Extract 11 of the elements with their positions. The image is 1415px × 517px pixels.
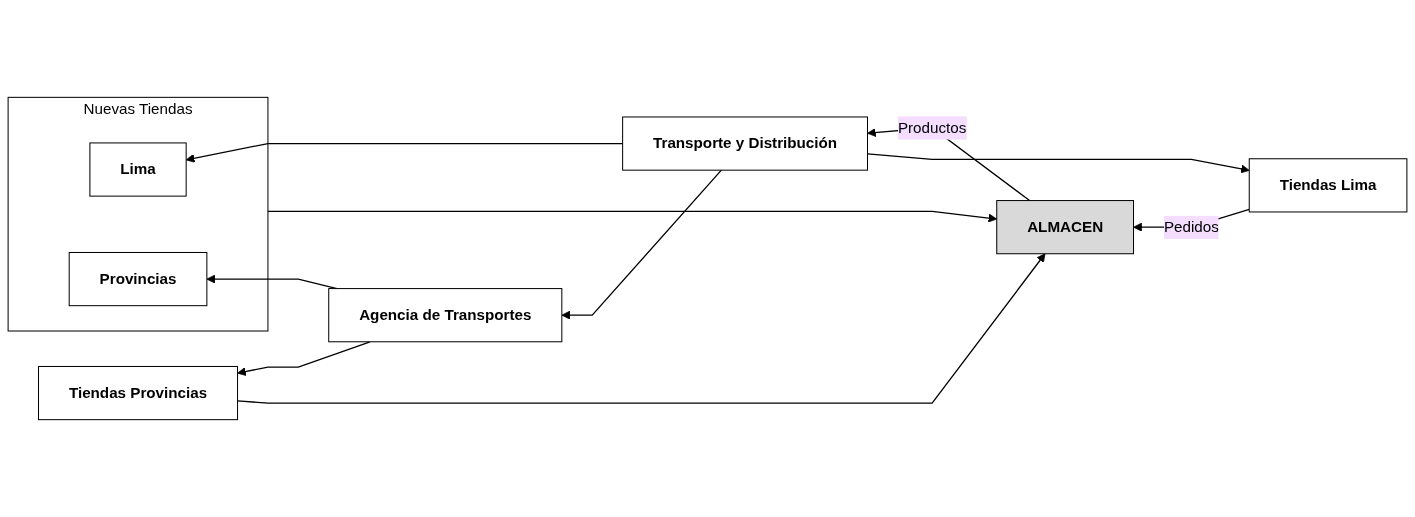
node-box: Lima (89, 142, 187, 197)
arrow (561, 169, 723, 320)
arrow (237, 341, 371, 376)
node-box: Provincias (68, 251, 208, 307)
node-box: ALMACEN (996, 200, 1135, 255)
node-box: Transporte y Distribución (622, 116, 868, 171)
node-box: Agencia de Transportes (328, 288, 563, 343)
node-box: Tiendas Provincias (38, 365, 239, 421)
node-box: Tiendas Lima (1248, 158, 1408, 213)
edge-label: Productos (897, 118, 967, 136)
edge-label: Pedidos (1163, 217, 1219, 236)
